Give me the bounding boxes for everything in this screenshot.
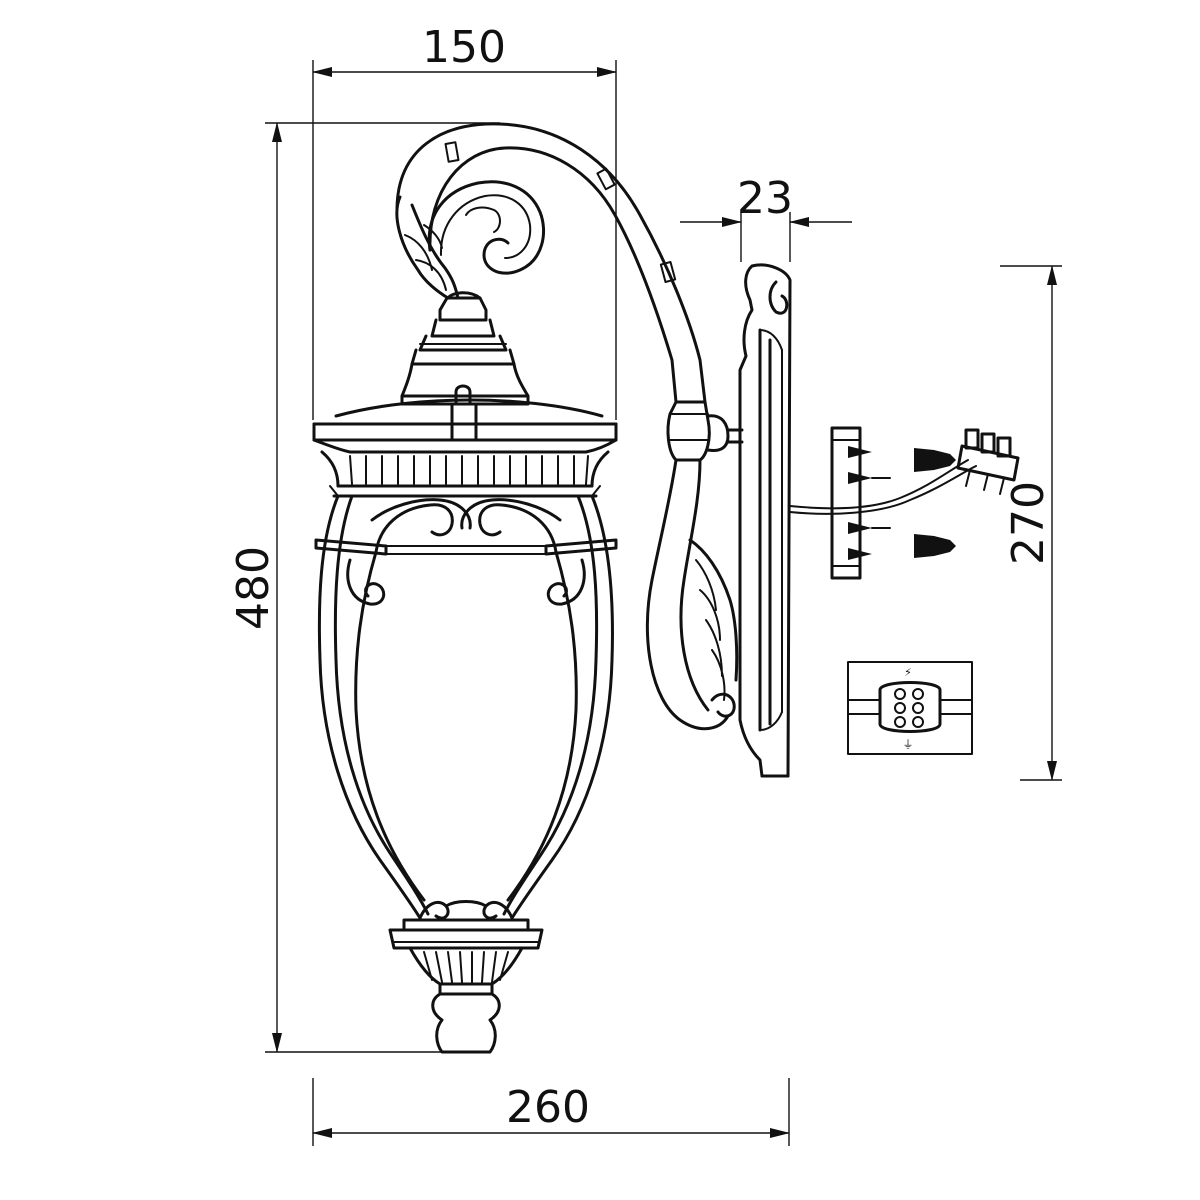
wiring-inset: ⚡ ⏚ bbox=[847, 661, 973, 755]
lamp-cap bbox=[312, 296, 618, 454]
wiring-live-symbol: ⚡ bbox=[904, 666, 912, 679]
wall-anchor-icon bbox=[914, 534, 956, 558]
bottom-finial bbox=[408, 946, 524, 1054]
wall-bracket bbox=[645, 263, 792, 778]
lantern-body bbox=[314, 494, 618, 950]
mounting-hardware bbox=[789, 426, 1020, 580]
dimension-top-width: 150 bbox=[312, 22, 617, 420]
terminal-block-icon bbox=[956, 428, 1020, 495]
lamp-collar bbox=[320, 450, 610, 498]
dimension-height: 480 bbox=[228, 122, 500, 1053]
lamp-arm bbox=[395, 122, 707, 404]
dimension-height-label: 480 bbox=[228, 546, 279, 630]
dimension-depth-label: 23 bbox=[737, 173, 793, 224]
collar-flutes bbox=[349, 455, 589, 485]
dimension-mount-height-label: 270 bbox=[1003, 481, 1054, 565]
wall-anchor-icon bbox=[914, 448, 956, 472]
dimension-top-width-label: 150 bbox=[422, 22, 506, 73]
dimension-total-width-label: 260 bbox=[506, 1082, 590, 1133]
wiring-ground-symbol: ⏚ bbox=[903, 738, 914, 751]
dimension-total-width: 260 bbox=[312, 1078, 790, 1146]
dimension-mount-height: 270 bbox=[1000, 265, 1062, 781]
dimension-depth: 23 bbox=[680, 173, 852, 262]
